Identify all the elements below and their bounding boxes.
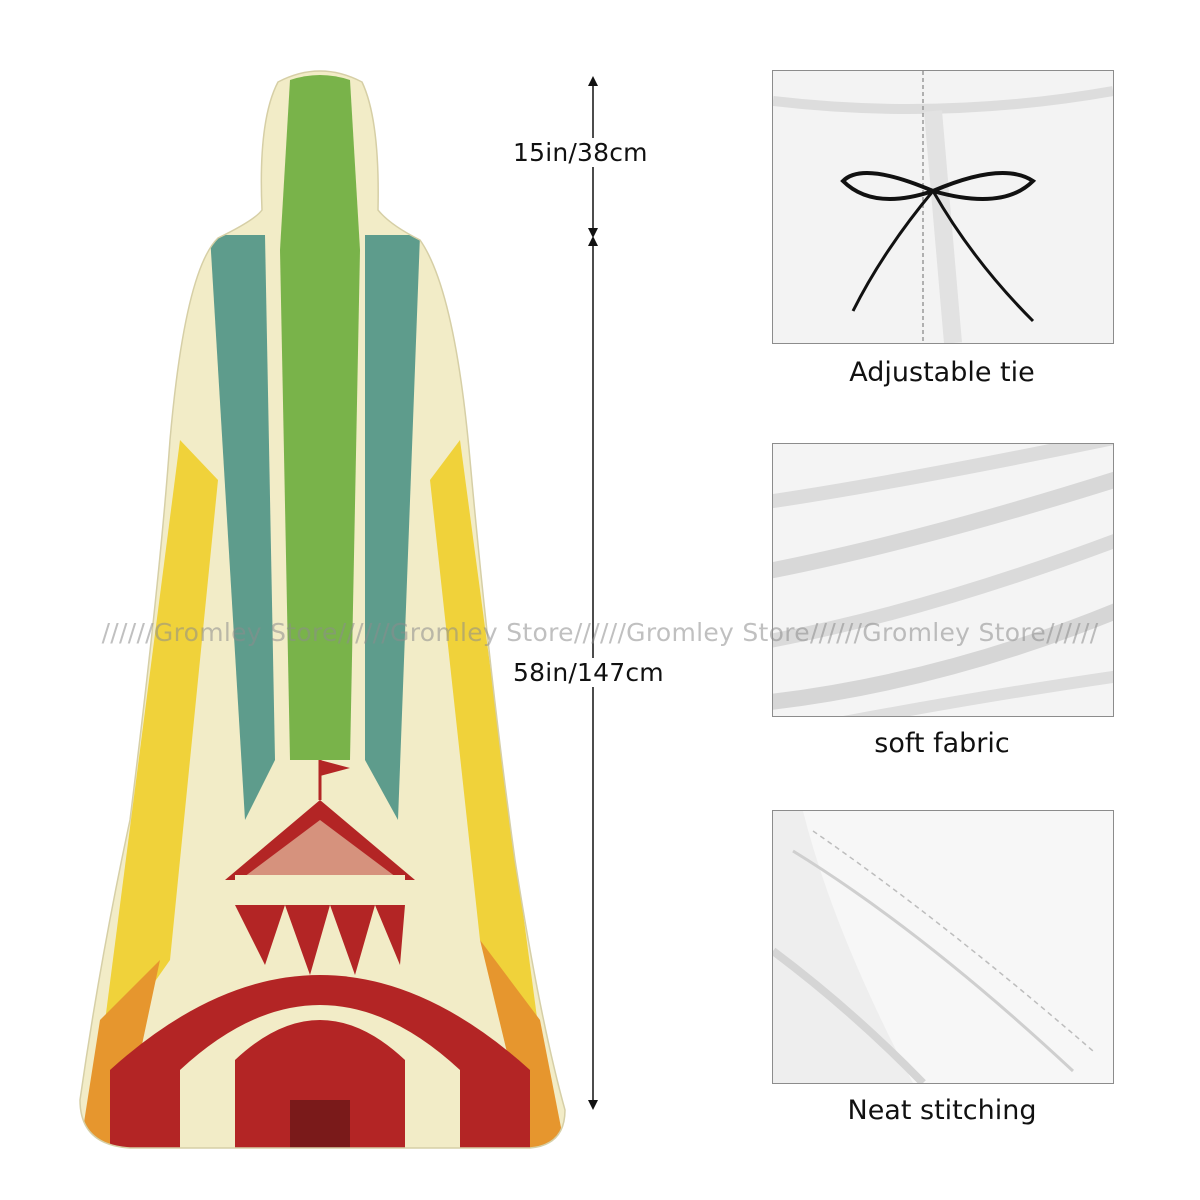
feature-caption: soft fabric	[874, 728, 1010, 759]
fabric-folds-photo	[772, 443, 1114, 717]
feature-caption: Adjustable tie	[849, 357, 1035, 388]
stitching-detail-photo	[772, 810, 1114, 1084]
cloak-illustration	[79, 70, 566, 1149]
store-watermark: //////Gromley Store//////Gromley Store//…	[101, 618, 1099, 647]
cloak-length-label: 58in/147cm	[513, 658, 664, 687]
feature-caption: Neat stitching	[847, 1095, 1037, 1126]
hood-length-label: 15in/38cm	[513, 138, 648, 167]
tie-detail-photo	[772, 70, 1114, 344]
